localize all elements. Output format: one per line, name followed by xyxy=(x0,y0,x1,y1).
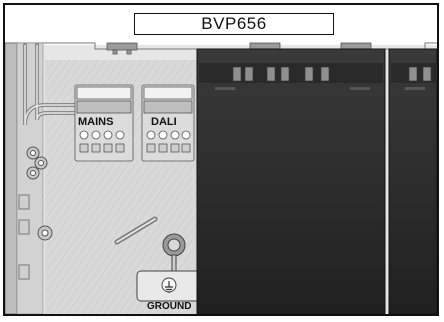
ground-label: GROUND xyxy=(147,301,192,312)
dark-module-right xyxy=(388,48,437,314)
dali-terminal-block xyxy=(141,84,195,162)
cable-glands xyxy=(26,146,53,241)
model-name: BVP656 xyxy=(201,14,267,33)
dali-label: DALI xyxy=(151,116,177,128)
model-label-box: BVP656 xyxy=(134,13,334,35)
diagram-frame: BVP656 MAINS DALI GROUND xyxy=(3,3,439,316)
dark-module-left xyxy=(196,48,386,314)
mains-terminal-block xyxy=(74,84,134,162)
ground-stud xyxy=(136,233,202,302)
mains-label: MAINS xyxy=(78,116,114,128)
enclosure-drawing xyxy=(5,5,437,314)
left-wall xyxy=(5,42,18,314)
